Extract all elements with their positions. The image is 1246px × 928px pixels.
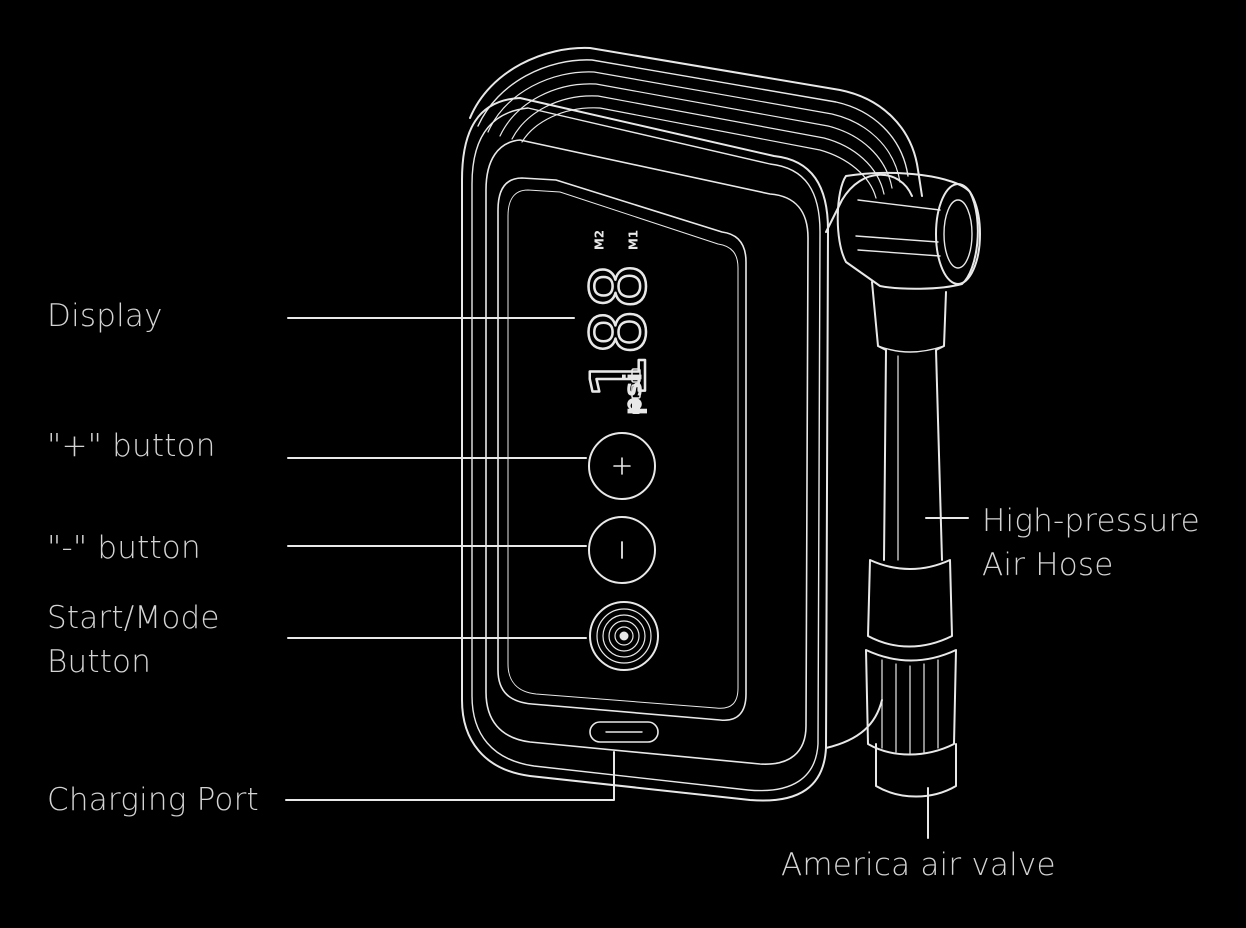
- leader-charging: [285, 751, 615, 801]
- callout-hose-line1: High-pressure: [982, 503, 1200, 539]
- air-hose: [865, 281, 957, 798]
- callout-start-mode-button: Start/Mode Button: [47, 596, 220, 684]
- lcd-digits: 188: [574, 263, 663, 400]
- top-ribbed-housing: [469, 46, 923, 199]
- charging-port: [589, 721, 659, 743]
- battery-indicator: [631, 368, 641, 414]
- minus-button[interactable]: [588, 516, 656, 584]
- callout-start-mode-line2: Button: [47, 644, 152, 680]
- start-mode-button[interactable]: [589, 601, 659, 671]
- lcd-mode-m1: M1: [627, 230, 641, 250]
- lcd-display: 188 psi M1 M2: [573, 230, 665, 416]
- device-body: [461, 97, 913, 802]
- callout-air-valve: America air valve: [781, 847, 1056, 883]
- callout-minus-button: "-" button: [47, 530, 201, 566]
- callout-charging-port: Charging Port: [47, 782, 259, 818]
- callout-air-hose: High-pressure Air Hose: [982, 499, 1200, 587]
- callout-display: Display: [47, 298, 163, 334]
- leader-lines: [285, 317, 969, 839]
- callout-plus-button: "+" button: [47, 428, 216, 464]
- callout-hose-line2: Air Hose: [982, 547, 1114, 583]
- plus-button[interactable]: [588, 432, 656, 500]
- hose-chuck: [836, 171, 981, 290]
- lcd-mode-m2: M2: [593, 230, 607, 250]
- callout-start-mode-line1: Start/Mode: [47, 600, 220, 636]
